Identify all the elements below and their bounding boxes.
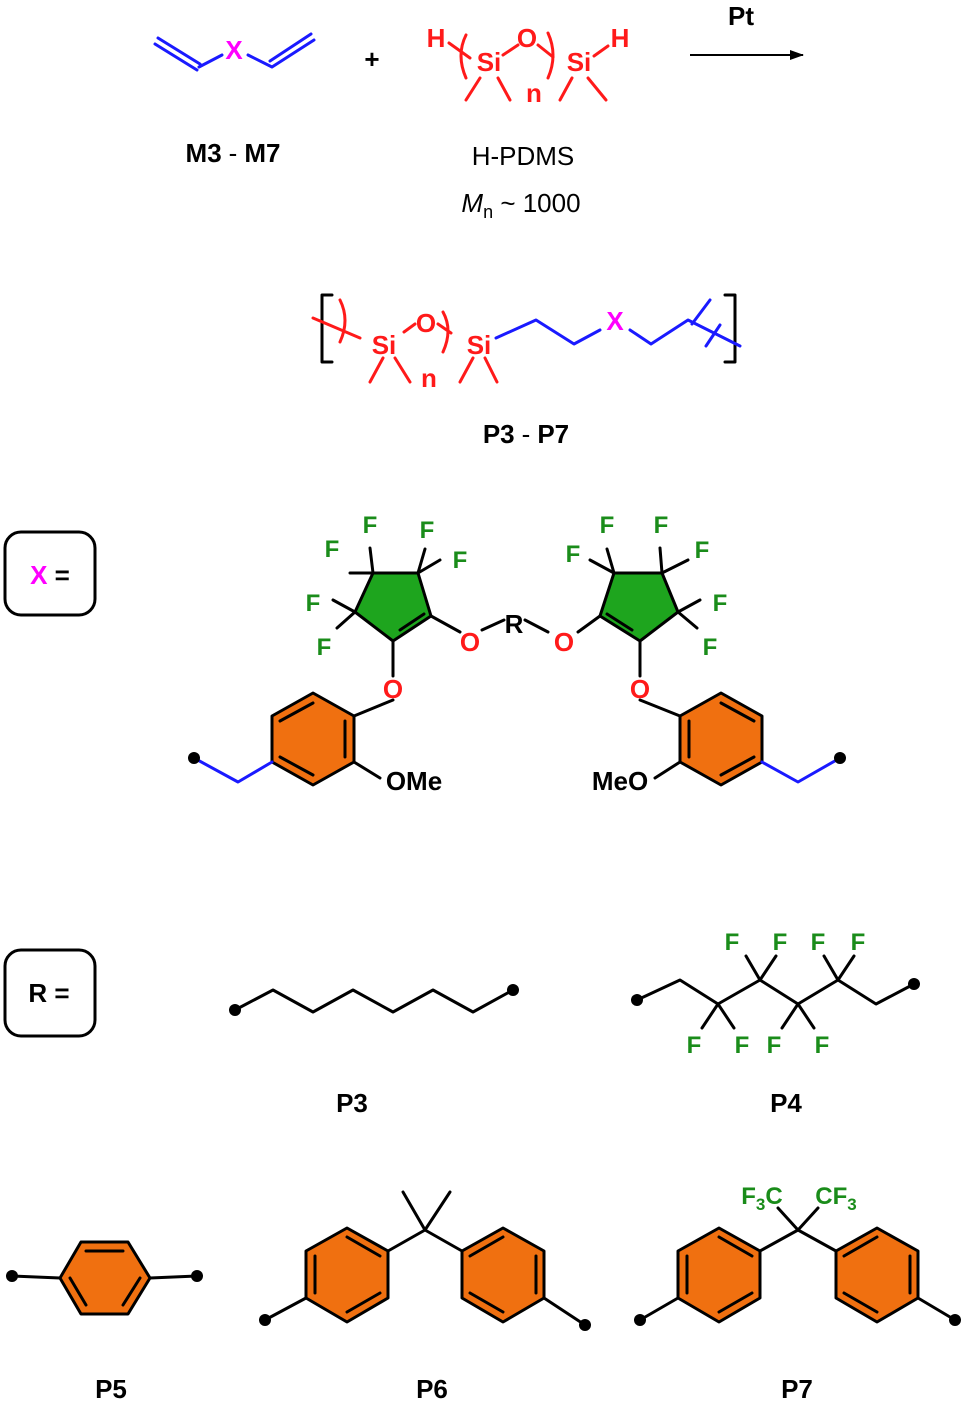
r-label: R — [505, 609, 524, 639]
polymer-bracket-right — [723, 293, 737, 364]
polymer-label: P3-P7 — [483, 419, 569, 449]
molecular-weight: Mn ~ 1000 — [461, 188, 580, 222]
svg-text:O: O — [630, 674, 650, 704]
p7-label: P7 — [781, 1374, 813, 1404]
svg-text:O: O — [383, 674, 403, 704]
attachment-point — [634, 1314, 646, 1326]
cyclopentene-ring-left — [353, 571, 433, 643]
bracket-right — [546, 31, 555, 80]
n-subscript: n — [526, 78, 542, 108]
cf3-label: CF3 — [815, 1183, 856, 1214]
svg-text:Si: Si — [467, 330, 492, 360]
svg-text:F: F — [695, 537, 710, 564]
benzene-ring-left — [270, 691, 356, 787]
f3c-label: F3C — [741, 1183, 782, 1214]
r-option-p4: F F F F F F F F P4 — [631, 929, 920, 1118]
polymer-x-label: X — [606, 306, 624, 336]
svg-text:F: F — [363, 512, 378, 539]
plus-sign: + — [364, 44, 379, 74]
attachment-point — [579, 1319, 591, 1331]
x-definition-box: X = — [3, 530, 97, 617]
svg-text:F: F — [703, 634, 718, 661]
cyclopentene-ring-right — [598, 571, 680, 643]
benzene-ring-right — [678, 691, 764, 787]
svg-text:F: F — [453, 547, 468, 574]
attachment-point — [908, 978, 920, 990]
attachment-point — [188, 752, 200, 764]
svg-text:X =: X = — [30, 560, 70, 590]
r-option-p3: P3 — [229, 984, 519, 1118]
monomer-label: M3-M7 — [186, 138, 281, 168]
o-atom: O — [517, 23, 537, 53]
svg-text:F: F — [767, 1032, 782, 1059]
p5-label: P5 — [95, 1374, 127, 1404]
h-atom-left: H — [427, 23, 446, 53]
polymer-structure: Si O n Si X — [311, 293, 742, 393]
h-atom-right: H — [611, 23, 630, 53]
polymer-bracket-left — [320, 293, 334, 364]
ether-oxygen-left: O — [460, 627, 480, 657]
svg-text:F: F — [815, 1032, 830, 1059]
p6-label: P6 — [416, 1374, 448, 1404]
ether-oxygen-right: O — [554, 627, 574, 657]
h-pdms-name: H-PDMS — [472, 141, 575, 171]
monomer-end-label: M7 — [244, 138, 280, 168]
attachment-point — [949, 1314, 961, 1326]
svg-text:F: F — [811, 929, 826, 956]
svg-text:n: n — [421, 363, 437, 393]
si-atom-right: Si — [567, 47, 592, 77]
benzene-ring-p7-right — [834, 1226, 920, 1324]
x-structure: F F F F F F F F F F F F O R O O O OMe — [188, 512, 846, 796]
benzene-ring-p6-left — [304, 1226, 390, 1324]
attachment-point — [191, 1270, 203, 1282]
svg-text:F: F — [600, 512, 615, 539]
benzene-ring-p7-left — [676, 1226, 762, 1324]
p4-label: P4 — [770, 1088, 802, 1118]
benzene-ring-p5 — [58, 1240, 152, 1316]
svg-text:F: F — [687, 1032, 702, 1059]
attachment-point — [507, 984, 519, 996]
si-atom-left: Si — [477, 47, 502, 77]
r-option-p5: P5 — [6, 1240, 203, 1404]
svg-text:MeO: MeO — [592, 766, 648, 796]
svg-text:F: F — [735, 1032, 750, 1059]
h-pdms-structure: H Si O n Si H — [427, 23, 630, 108]
svg-text:M3-M7: M3-M7 — [186, 138, 281, 168]
svg-text:F: F — [317, 634, 332, 661]
svg-text:Si: Si — [372, 330, 397, 360]
svg-text:F: F — [851, 929, 866, 956]
svg-text:R =: R = — [28, 978, 69, 1008]
catalyst-label: Pt — [728, 1, 754, 31]
attachment-point — [259, 1314, 271, 1326]
reaction-arrow: Pt — [690, 1, 804, 60]
svg-text:F: F — [420, 517, 435, 544]
range-dash: - — [229, 138, 238, 168]
vinyl-group-left — [153, 36, 224, 72]
p3-label: P3 — [336, 1088, 368, 1118]
x-label: X — [225, 35, 243, 65]
svg-text:F: F — [325, 536, 340, 563]
attachment-point — [834, 752, 846, 764]
svg-text:F: F — [566, 541, 581, 568]
r-definition-box: R = — [3, 948, 97, 1038]
divinyl-monomer: X — [153, 32, 316, 72]
attachment-point — [6, 1270, 18, 1282]
r-option-p7: F3C CF3 P7 — [634, 1183, 961, 1404]
benzene-ring-p6-right — [460, 1226, 546, 1324]
svg-text:O: O — [416, 308, 436, 338]
attachment-point — [229, 1004, 241, 1016]
svg-text:F: F — [773, 929, 788, 956]
svg-text:F: F — [306, 590, 321, 617]
r-option-p6: P6 — [259, 1190, 591, 1404]
svg-text:F: F — [654, 512, 669, 539]
bracket-left — [459, 33, 468, 80]
svg-text:F: F — [713, 590, 728, 617]
attachment-point — [631, 994, 643, 1006]
monomer-start-label: M3 — [186, 138, 222, 168]
x-box-letter: X — [30, 560, 48, 590]
vinyl-group-right — [246, 32, 316, 69]
svg-text:F: F — [725, 929, 740, 956]
svg-text:OMe: OMe — [386, 766, 442, 796]
